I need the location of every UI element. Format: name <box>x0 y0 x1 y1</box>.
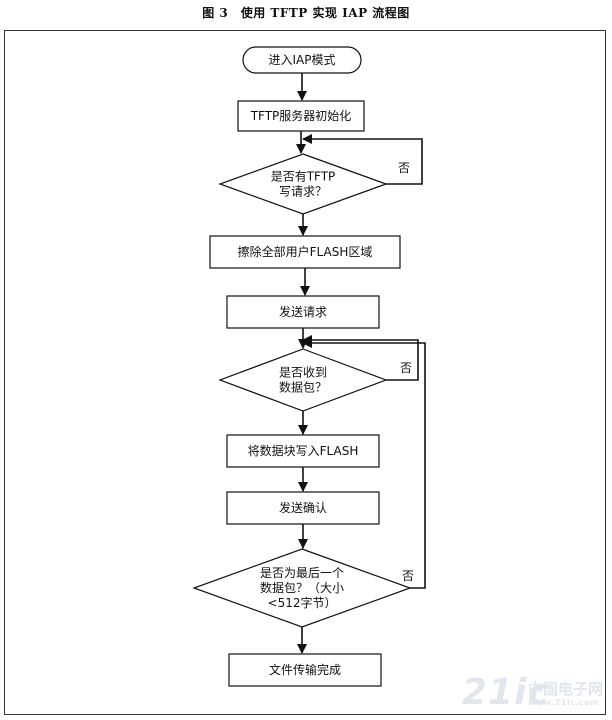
figure-caption: 图 3 使用 TFTP 实现 IAP 流程图 <box>202 6 410 20</box>
process-shape <box>226 434 380 468</box>
node-erase-flash: 擦除全部用户FLASH区域 <box>209 235 401 269</box>
decision-shape <box>218 153 388 215</box>
node-label: 数据包？（大小 <box>260 580 344 595</box>
process-shape <box>237 100 365 132</box>
node-label: 数据包？ <box>279 380 327 395</box>
node-send-ack: 发送确认 <box>226 491 380 525</box>
node-label: 是否收到 <box>279 366 327 380</box>
decision-shape <box>218 348 388 412</box>
node-init: TFTP服务器初始化 <box>237 100 365 132</box>
edge-check-last-packet-to-check-received <box>302 338 426 589</box>
process-shape <box>226 491 380 525</box>
edge-label-no: 否 <box>398 161 410 175</box>
node-label: 进入IAP模式 <box>269 53 336 67</box>
node-label: 发送请求 <box>279 304 327 319</box>
edge-label-no: 否 <box>400 361 412 375</box>
node-label: 发送确认 <box>279 500 327 515</box>
node-write-flash: 将数据块写入FLASH <box>226 434 380 468</box>
node-label: 是否为最后一个 <box>260 566 344 580</box>
edge-label-no: 否 <box>402 569 414 583</box>
node-label: 文件传输完成 <box>269 662 341 677</box>
node-start: 进入IAP模式 <box>242 46 362 74</box>
terminal-shape <box>242 46 362 74</box>
decision-shape <box>192 548 412 628</box>
node-label: <512字节） <box>268 595 337 610</box>
node-transfer-complete: 文件传输完成 <box>228 653 382 687</box>
node-label: 写请求？ <box>279 185 327 199</box>
node-send-request: 发送请求 <box>226 295 380 329</box>
node-label: 将数据块写入FLASH <box>248 443 359 458</box>
edge-check-write-request-to-check-write-request <box>302 134 423 185</box>
node-label: 擦除全部用户FLASH区域 <box>238 244 373 259</box>
process-shape <box>228 653 382 687</box>
node-label: 是否有TFTP <box>271 170 336 184</box>
diagram-frame <box>4 30 606 715</box>
edge-check-received-to-check-received <box>302 335 419 381</box>
process-shape <box>226 295 380 329</box>
process-shape <box>209 235 401 269</box>
node-label: TFTP服务器初始化 <box>250 108 352 123</box>
